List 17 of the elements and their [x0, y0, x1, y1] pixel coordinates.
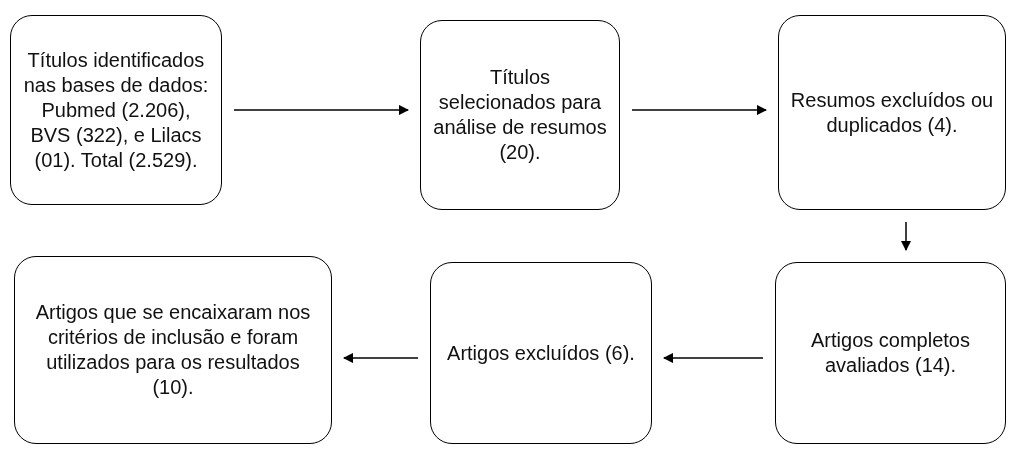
process-box — [778, 15, 1006, 210]
arrow — [662, 352, 764, 364]
box-text: Artigos excluídos (6). — [447, 340, 635, 366]
arrow — [631, 104, 768, 116]
process-box — [430, 262, 652, 444]
box-text: Títulos identificados nas bases de dados: Pubmed (2.206), BVS (322), e Lilacs (01). Total (2.529). — [22, 47, 210, 173]
box-text: Títulos selecionados para análise de resumos (20). — [432, 65, 608, 165]
process-box — [14, 256, 332, 444]
box-text: Artigos que se encaixaram nos critérios de inclusão e foram utilizados para os resultados (10). — [34, 300, 312, 400]
box-text: Artigos completos avaliados (14). — [810, 328, 971, 378]
process-box — [775, 262, 1006, 444]
arrow — [233, 104, 410, 116]
arrow — [342, 352, 419, 364]
arrow — [900, 221, 912, 252]
process-box — [420, 20, 620, 210]
box-text: Resumos excluídos ou duplicados (4). — [789, 87, 995, 138]
process-box — [10, 15, 222, 205]
